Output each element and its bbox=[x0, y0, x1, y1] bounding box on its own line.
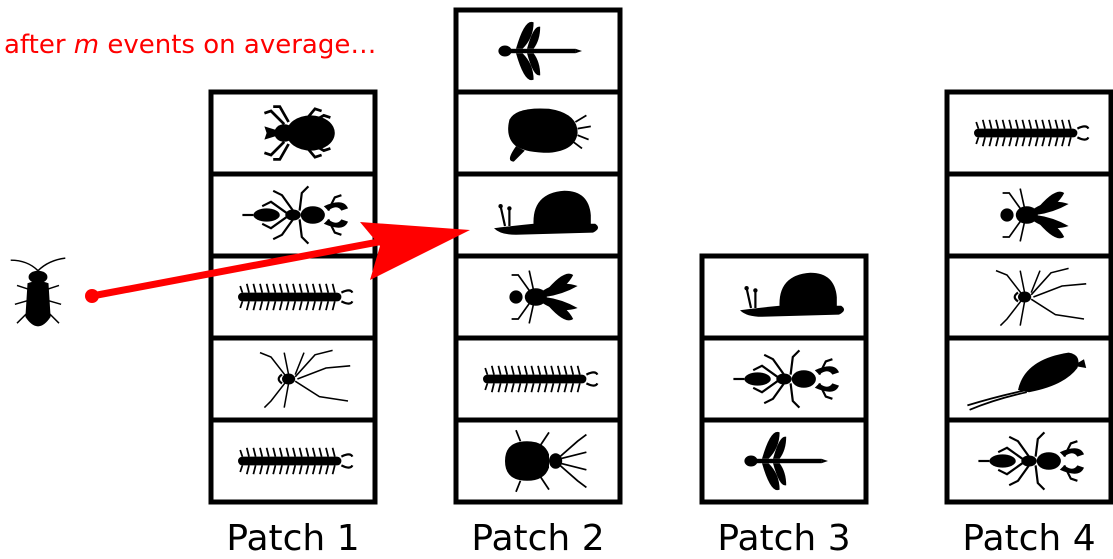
patch-1-label: Patch 1 bbox=[203, 518, 383, 559]
patch-4-label: Patch 4 bbox=[939, 518, 1113, 559]
cockroach-icon bbox=[11, 258, 66, 326]
patch-4 bbox=[947, 92, 1111, 502]
patches-layer bbox=[211, 10, 1111, 502]
patch-1 bbox=[211, 92, 375, 502]
patch-3 bbox=[702, 256, 866, 502]
patch-2-label: Patch 2 bbox=[448, 518, 628, 559]
patch-2 bbox=[456, 10, 620, 502]
patch-3-label: Patch 3 bbox=[694, 518, 874, 559]
